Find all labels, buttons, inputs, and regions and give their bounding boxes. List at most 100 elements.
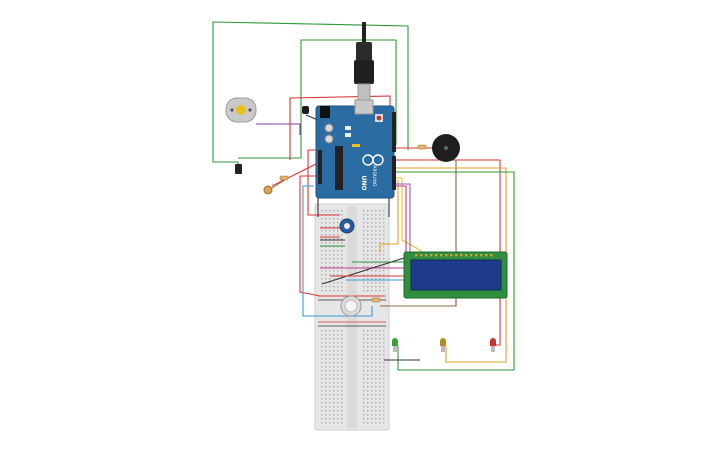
breadboard-hole [325,234,327,236]
breadboard-hole [383,378,385,380]
breadboard-hole [371,350,373,352]
breadboard-hole [379,334,381,336]
temperature-sensor[interactable] [235,162,242,174]
piezo-buzzer[interactable] [417,134,460,162]
breadboard-hole [333,222,335,224]
breadboard-hole [329,274,331,276]
breadboard-hole [341,218,343,220]
breadboard-hole [375,246,377,248]
breadboard-hole [321,338,323,340]
breadboard-hole [363,394,365,396]
breadboard-hole [375,406,377,408]
wire-orange-lcd [379,180,399,252]
breadboard-hole [329,350,331,352]
breadboard-hole [367,390,369,392]
breadboard-hole [371,334,373,336]
breadboard-hole [379,342,381,344]
breadboard-hole [341,422,343,424]
breadboard-hole [383,374,385,376]
breadboard-hole [371,214,373,216]
breadboard-hole [341,278,343,280]
breadboard-hole [333,386,335,388]
breadboard-hole [321,242,323,244]
breadboard-hole [325,398,327,400]
breadboard-hole [321,362,323,364]
lcd-pin [420,254,423,257]
breadboard-hole [321,414,323,416]
breadboard-hole [325,226,327,228]
breadboard-hole [371,274,373,276]
board-brand: ARDUINO [371,165,377,187]
reset-button[interactable] [376,115,382,121]
breadboard-hole [333,342,335,344]
breadboard-hole [379,234,381,236]
lcd-pin [470,254,473,257]
sensor-small[interactable] [302,106,309,114]
usb-cable[interactable] [354,22,374,105]
breadboard-hole [321,266,323,268]
breadboard-hole [337,290,339,292]
potentiometer[interactable] [339,218,355,234]
breadboard-hole [341,210,343,212]
breadboard-hole [337,394,339,396]
breadboard-hole [341,274,343,276]
breadboard-hole [337,242,339,244]
breadboard-hole [371,266,373,268]
led-green[interactable] [392,338,398,352]
breadboard-hole [367,350,369,352]
breadboard-hole [337,258,339,260]
breadboard-hole [321,366,323,368]
breadboard-hole [333,262,335,264]
dc-motor[interactable] [225,97,257,123]
breadboard-hole [329,366,331,368]
breadboard[interactable] [314,203,390,431]
breadboard-hole [333,402,335,404]
breadboard-hole [383,242,385,244]
breadboard-hole [371,346,373,348]
breadboard-hole [363,334,365,336]
breadboard-hole [329,262,331,264]
breadboard-hole [341,394,343,396]
led-red[interactable] [490,338,496,352]
breadboard-hole [379,226,381,228]
breadboard-hole [363,346,365,348]
breadboard-hole [321,422,323,424]
breadboard-hole [337,238,339,240]
breadboard-hole [383,330,385,332]
breadboard-hole [333,418,335,420]
breadboard-hole [383,254,385,256]
resistor [279,175,289,181]
breadboard-hole [341,330,343,332]
breadboard-hole [337,382,339,384]
led-yellow[interactable] [440,338,446,352]
breadboard-hole [379,218,381,220]
breadboard-hole [379,386,381,388]
lcd-16x2[interactable] [403,251,508,299]
breadboard-hole [325,354,327,356]
breadboard-hole [367,254,369,256]
breadboard-hole [329,338,331,340]
breadboard-hole [337,346,339,348]
breadboard-hole [337,406,339,408]
breadboard-hole [325,238,327,240]
photoresistor[interactable] [263,175,289,195]
breadboard-hole [321,282,323,284]
breadboard-hole [383,270,385,272]
breadboard-hole [363,378,365,380]
wire-red-board-side [307,149,340,216]
arduino-uno[interactable]: ARDUINO UNO [315,99,396,199]
wire-green-motor-top [212,21,409,163]
breadboard-hole [325,418,327,420]
breadboard-hole [325,358,327,360]
breadboard-hole [371,374,373,376]
breadboard-hole [363,242,365,244]
breadboard-hole [321,230,323,232]
pushbutton[interactable] [340,295,381,317]
lcd-pin [450,254,453,257]
breadboard-hole [337,246,339,248]
breadboard-hole [341,362,343,364]
breadboard-hole [383,342,385,344]
breadboard-hole [363,210,365,212]
breadboard-hole [337,414,339,416]
breadboard-hole [367,250,369,252]
